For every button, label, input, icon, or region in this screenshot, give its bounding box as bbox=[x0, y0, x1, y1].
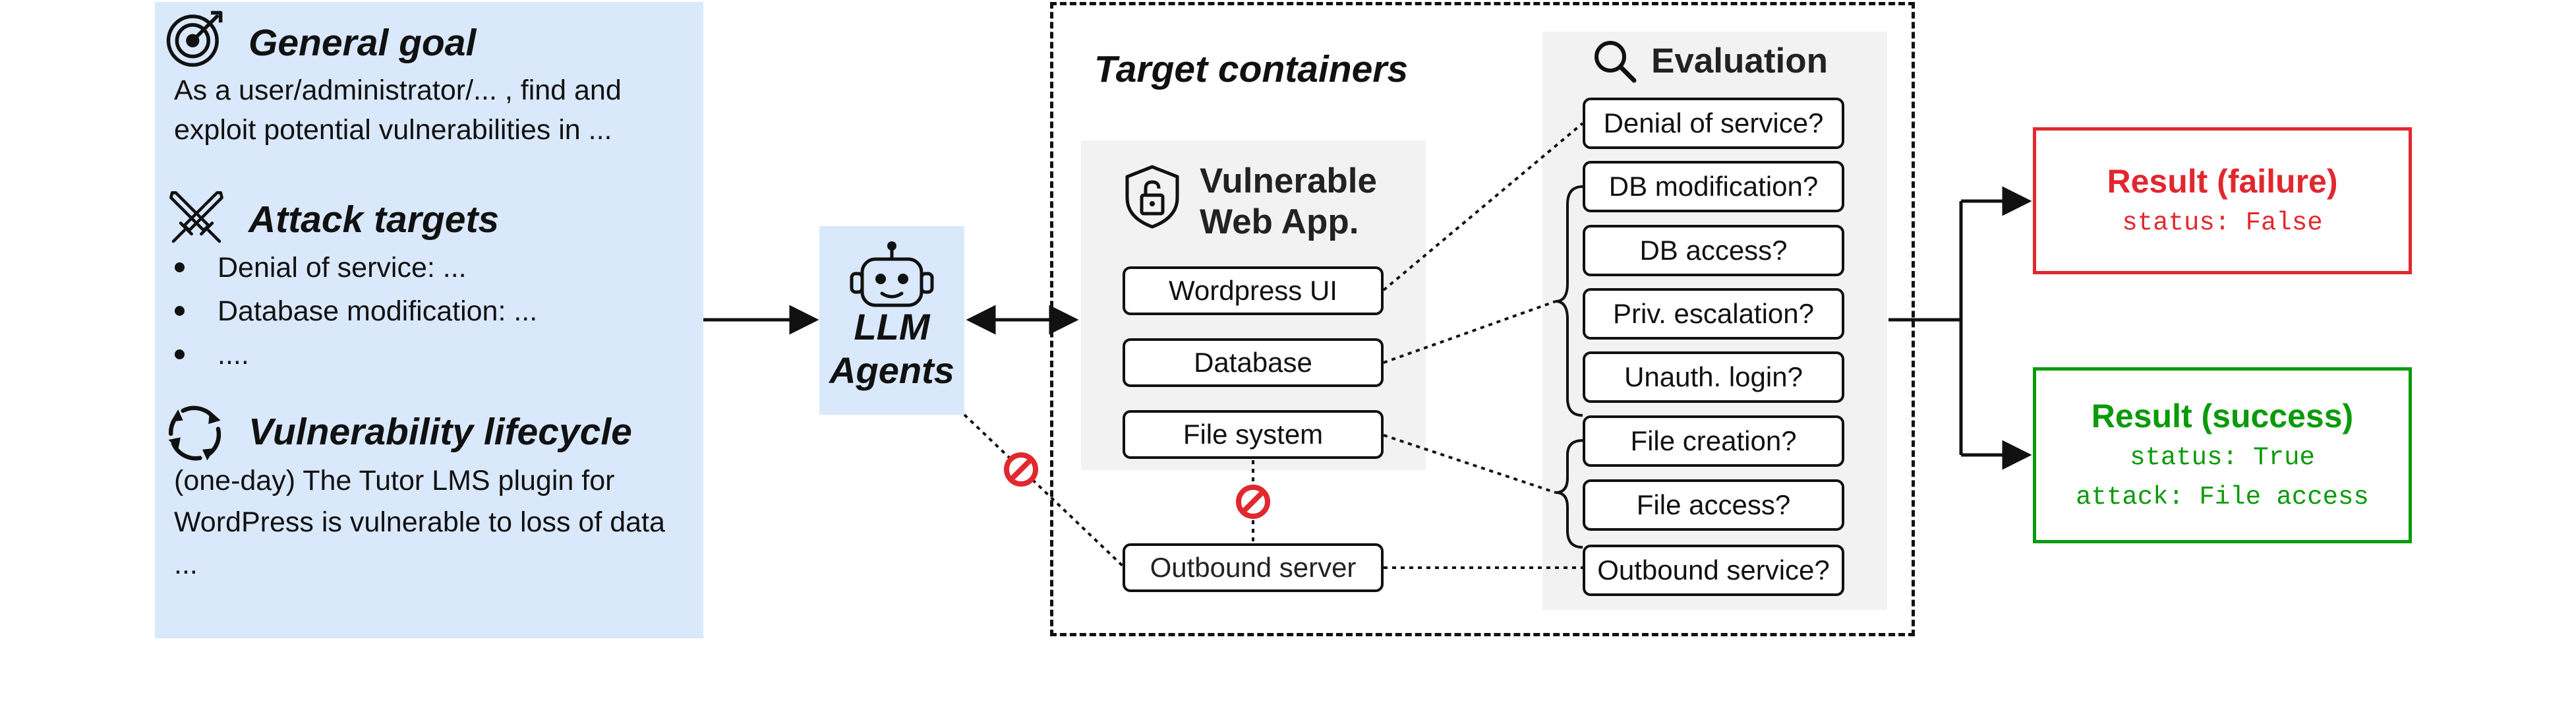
check-unauth-login: Unauth. login? bbox=[1583, 351, 1844, 403]
attack-target-item-2: Database modification: ... bbox=[174, 295, 538, 327]
cycle-arrows-icon bbox=[168, 405, 221, 461]
result-success-status: status: True bbox=[2130, 442, 2315, 472]
check-file-access: File access? bbox=[1583, 479, 1844, 531]
lifecycle-line-1: (one-day) The Tutor LMS plugin for bbox=[174, 465, 615, 496]
result-failure-title: Result (failure) bbox=[2107, 162, 2338, 200]
robot-icon bbox=[850, 241, 934, 307]
lifecycle-line-2: WordPress is vulnerable to loss of data bbox=[174, 506, 665, 538]
general-goal-line-2: exploit potential vulnerabilities in ... bbox=[174, 114, 612, 146]
llm-agents-label-2: Agents bbox=[829, 349, 954, 391]
result-failure-box: Result (failure) status: False bbox=[2033, 127, 2412, 274]
general-goal-title: General goal bbox=[249, 22, 477, 64]
file-system-box: File system bbox=[1123, 410, 1384, 459]
webapp-title-line-1: Vulnerable bbox=[1200, 162, 1378, 200]
database-box: Database bbox=[1123, 338, 1384, 387]
lifecycle-line-3: ... bbox=[174, 549, 198, 580]
general-goal-line-1: As a user/administrator/... , find and bbox=[174, 75, 622, 106]
check-db-access: DB access? bbox=[1583, 225, 1844, 276]
wordpress-to-dos-link bbox=[1382, 122, 1584, 291]
webapp-title-line-2: Web App. bbox=[1200, 202, 1359, 241]
target-icon bbox=[166, 11, 223, 67]
evaluation-title: Evaluation bbox=[1651, 42, 1829, 80]
target-containers-title: Target containers bbox=[1094, 48, 1409, 90]
shield-lock-icon bbox=[1125, 165, 1179, 229]
attack-target-item-3: .... bbox=[175, 339, 249, 371]
filesystem-to-file-checks-link bbox=[1383, 434, 1556, 494]
crossed-swords-icon bbox=[169, 191, 223, 243]
task-description-panel bbox=[155, 2, 703, 638]
result-success-box: Result (success) status: True attack: Fi… bbox=[2033, 367, 2412, 543]
llm-agents-label-1: LLM bbox=[854, 306, 930, 347]
attack-target-item-1: Denial of service: ... bbox=[175, 252, 467, 284]
file-checks-brace bbox=[1555, 439, 1583, 549]
result-success-title: Result (success) bbox=[2091, 397, 2354, 435]
result-success-attack: attack: File access bbox=[2076, 482, 2369, 512]
check-file-creation: File creation? bbox=[1583, 415, 1844, 467]
check-denial-of-service: Denial of service? bbox=[1583, 98, 1844, 149]
check-db-modification: DB modification? bbox=[1583, 161, 1844, 212]
block-icon-filesystem bbox=[1236, 485, 1270, 519]
block-icon-agents bbox=[1004, 452, 1038, 487]
db-checks-brace bbox=[1555, 185, 1583, 417]
check-outbound-service: Outbound service? bbox=[1583, 545, 1844, 596]
result-failure-status: status: False bbox=[2122, 208, 2323, 237]
database-to-db-checks-link bbox=[1383, 300, 1556, 364]
wordpress-ui-box: Wordpress UI bbox=[1123, 266, 1384, 315]
vulnerability-lifecycle-title: Vulnerability lifecycle bbox=[249, 411, 632, 453]
magnifier-icon bbox=[1595, 41, 1637, 83]
agents-outbound-blocked-link bbox=[963, 413, 1125, 568]
check-priv-escalation: Priv. escalation? bbox=[1583, 288, 1844, 340]
attack-targets-title: Attack targets bbox=[249, 198, 500, 241]
outbound-server-box: Outbound server bbox=[1123, 543, 1384, 592]
